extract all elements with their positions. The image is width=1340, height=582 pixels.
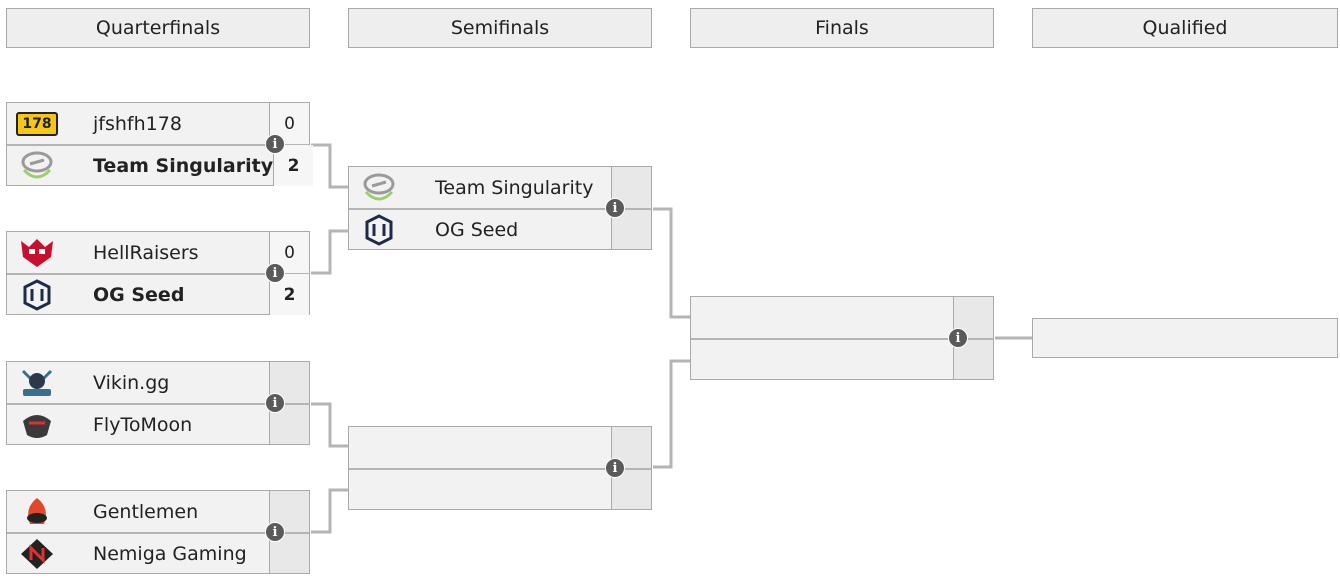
hellraisers-logo <box>7 237 67 269</box>
match-team-row[interactable]: Team Singularity 2 <box>7 145 314 186</box>
row-divider <box>349 468 651 470</box>
match-team-row[interactable]: OG Seed 2 <box>7 274 309 315</box>
team-name: Vikin.gg <box>93 371 170 394</box>
match-team-row[interactable] <box>691 339 993 380</box>
match-team-row[interactable] <box>349 469 651 510</box>
match-team-row[interactable]: HellRaisers 0 <box>7 232 309 273</box>
connector-sf1-final <box>653 207 690 319</box>
team-name: HellRaisers <box>93 241 199 264</box>
match-team-row[interactable] <box>691 297 993 338</box>
vikin-logo <box>7 367 67 399</box>
team-name: Team Singularity <box>435 176 594 199</box>
semifinal-match-2: i <box>348 426 652 510</box>
team-name: Nemiga Gaming <box>93 542 247 565</box>
match-team-row[interactable]: Team Singularity <box>349 167 651 208</box>
header-semifinals: Semifinals <box>348 8 652 48</box>
final-match: i <box>690 296 994 380</box>
match-team-row[interactable]: Nemiga Gaming <box>7 533 309 574</box>
match-info-icon[interactable]: i <box>265 522 285 542</box>
quarterfinal-match-4: Gentlemen Nemiga Gaming i <box>6 490 310 574</box>
row-divider <box>7 273 309 275</box>
connector-sf2-final <box>653 359 690 469</box>
header-finals: Finals <box>690 8 994 48</box>
row-divider <box>7 144 309 146</box>
gentlemen-logo <box>7 496 67 528</box>
quarterfinal-match-3: Vikin.gg FlyToMoon i <box>6 361 310 445</box>
match-info-icon[interactable]: i <box>605 198 625 218</box>
semifinal-match-1: Team Singularity OG Seed i <box>348 166 652 250</box>
row-divider <box>691 338 993 340</box>
connector-qf2-sf1 <box>311 229 348 275</box>
team-name: jfshfh178 <box>93 112 182 135</box>
singularity-logo <box>7 150 67 182</box>
connector-qf4-sf2 <box>311 488 348 534</box>
match-info-icon[interactable]: i <box>948 328 968 348</box>
nemiga-logo <box>7 538 67 570</box>
team-name: OG Seed <box>435 218 519 241</box>
singularity-logo <box>349 172 409 204</box>
match-info-icon[interactable]: i <box>265 263 285 283</box>
team-name: Team Singularity <box>93 154 274 177</box>
match-team-row[interactable]: Gentlemen <box>7 491 309 532</box>
header-quarterfinals: Quarterfinals <box>6 8 310 48</box>
match-info-icon[interactable]: i <box>265 393 285 413</box>
connector-qf3-sf2 <box>311 402 348 448</box>
og-logo <box>7 278 67 311</box>
match-team-row[interactable]: OG Seed <box>349 209 651 250</box>
qualified-slot <box>1032 318 1338 358</box>
178-badge-logo: 178 <box>7 111 67 136</box>
team-name: Gentlemen <box>93 500 199 523</box>
row-divider <box>7 403 309 405</box>
team-name: FlyToMoon <box>93 413 193 436</box>
match-info-icon[interactable]: i <box>605 458 625 478</box>
match-team-row[interactable]: 178 jfshfh178 0 <box>7 103 309 144</box>
row-divider <box>349 208 651 210</box>
connector-qf1-sf1 <box>311 143 348 189</box>
quarterfinal-match-2: HellRaisers 0 OG Seed 2 i <box>6 231 310 315</box>
header-qualified: Qualified <box>1032 8 1338 48</box>
quarterfinal-match-1: 178 jfshfh178 0 Team Singularity 2 i <box>6 102 314 186</box>
match-team-row[interactable]: Vikin.gg <box>7 362 309 403</box>
flytomoon-logo <box>7 409 67 441</box>
row-divider <box>7 532 309 534</box>
team-name: OG Seed <box>93 283 185 306</box>
og-logo <box>349 213 409 246</box>
match-team-row[interactable]: FlyToMoon <box>7 404 309 445</box>
match-info-icon[interactable]: i <box>265 134 285 154</box>
